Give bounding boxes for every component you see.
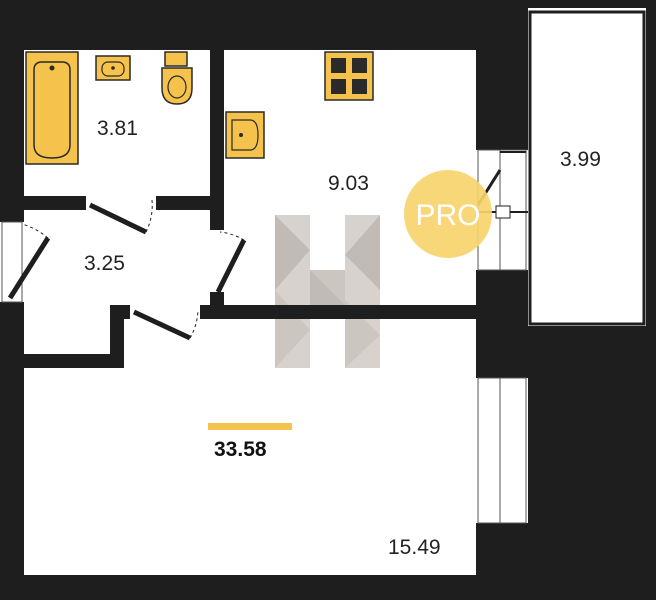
balcony-area-label: 3.99 (560, 148, 601, 171)
kitchen-area-label: 9.03 (328, 172, 369, 195)
total-area-accent-bar (208, 423, 292, 430)
doors (7, 151, 528, 341)
window-frames (1, 149, 527, 524)
pro-badge-text: PRO (415, 199, 480, 232)
balcony-outline (528, 10, 646, 326)
bathtub-icon (25, 51, 79, 165)
toilet-icon (161, 51, 193, 105)
pro-badge: PRO (404, 170, 492, 258)
stove-icon (324, 51, 374, 101)
total-area-label: 33.58 (214, 438, 267, 461)
hallway-area-label: 3.25 (84, 252, 125, 275)
bathroom-area-label: 3.81 (97, 117, 138, 140)
bathroom-sink-icon (95, 55, 131, 81)
living-room-area-label: 15.49 (388, 536, 441, 559)
watermark-logo-icon (275, 215, 380, 368)
kitchen-sink-icon (225, 111, 265, 159)
